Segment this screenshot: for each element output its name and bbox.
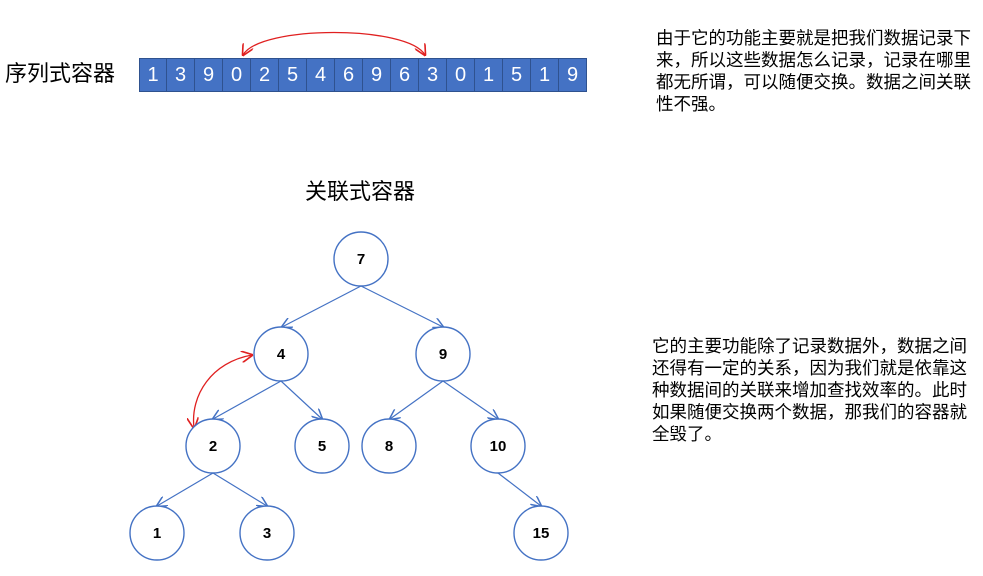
sequence-container-label: 序列式容器 — [5, 62, 116, 87]
array-cell: 9 — [559, 58, 587, 92]
tree-edge — [497, 472, 541, 506]
array-cell: 0 — [223, 58, 251, 92]
sequence-array: 1 3 9 0 2 5 4 6 9 6 3 0 1 5 1 9 — [139, 58, 587, 92]
tree-node-7: 7 — [333, 231, 389, 287]
tree-node-1: 1 — [129, 505, 185, 561]
tree-edge — [213, 380, 282, 419]
array-cell: 5 — [279, 58, 307, 92]
array-swap-arrow — [243, 31, 425, 56]
array-cell: 1 — [475, 58, 503, 92]
array-cell: 3 — [167, 58, 195, 92]
tree-node-10: 10 — [470, 418, 526, 474]
node-label: 8 — [385, 438, 393, 455]
tree-edge — [282, 285, 362, 327]
node-label: 5 — [318, 438, 326, 455]
tree-edge — [390, 380, 444, 419]
tree-node-2: 2 — [185, 418, 241, 474]
array-cell: 2 — [251, 58, 279, 92]
tree-edge — [157, 472, 214, 506]
node-label: 3 — [263, 525, 271, 542]
array-cell: 9 — [363, 58, 391, 92]
tree-edge — [442, 380, 498, 419]
array-cell: 6 — [391, 58, 419, 92]
associative-note: 它的主要功能除了记录数据外，数据之间还得有一定的关系，因为我们就是依靠这种数据间… — [652, 337, 967, 445]
array-cell: 0 — [447, 58, 475, 92]
tree-node-4: 4 — [253, 326, 309, 382]
node-label: 9 — [439, 346, 447, 363]
array-cell: 3 — [419, 58, 447, 92]
array-cell: 5 — [503, 58, 531, 92]
tree-edge — [280, 380, 322, 419]
tree-node-15: 15 — [513, 505, 569, 561]
sequence-note: 由于它的功能主要就是把我们数据记录下来，所以这些数据怎么记录，记录在哪里都无所谓… — [656, 29, 971, 115]
array-cell: 4 — [307, 58, 335, 92]
array-cell: 1 — [139, 58, 167, 92]
tree-edge — [212, 472, 267, 506]
node-label: 15 — [533, 525, 550, 542]
tree-node-9: 9 — [415, 326, 471, 382]
associative-container-title: 关联式容器 — [305, 180, 416, 205]
tree-node-3: 3 — [239, 505, 295, 561]
node-label: 4 — [277, 346, 286, 363]
tree-swap-arrow — [194, 355, 252, 428]
tree-edge — [360, 285, 443, 327]
node-label: 7 — [357, 251, 365, 268]
node-label: 1 — [153, 525, 161, 542]
tree-node-5: 5 — [294, 418, 350, 474]
array-cell: 9 — [195, 58, 223, 92]
node-label: 10 — [490, 438, 507, 455]
array-cell: 6 — [335, 58, 363, 92]
array-cell: 1 — [531, 58, 559, 92]
node-label: 2 — [209, 438, 217, 455]
tree-node-8: 8 — [361, 418, 417, 474]
